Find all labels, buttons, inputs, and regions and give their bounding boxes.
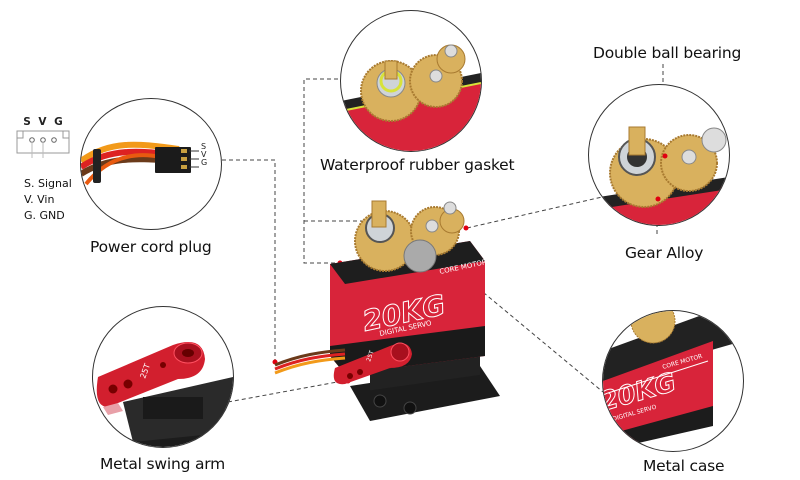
gasket-detail	[340, 10, 482, 152]
leader-gear-alloy	[466, 196, 603, 229]
connector-header: S V G	[23, 116, 65, 128]
metal-case-detail: CORE MOTOR 20KG DIGITAL SERVO	[602, 310, 744, 452]
pin-legend-vin: V. Vin	[24, 193, 55, 206]
callout-waterproof-gasket: Waterproof rubber gasket	[320, 156, 515, 174]
pin-s: S	[201, 142, 207, 151]
pin-v: V	[201, 150, 207, 159]
leader-swing-arm	[227, 379, 349, 403]
callout-gear-alloy: Gear Alloy	[625, 244, 704, 262]
wire-harness-icon	[81, 141, 199, 186]
gear-detail	[588, 84, 730, 226]
callout-double-ball-bearing: Double ball bearing	[593, 44, 742, 62]
connector-diagram: S V G	[14, 116, 74, 166]
metal-case-icon: CORE MOTOR 20KG DIGITAL SERVO	[603, 311, 743, 451]
arm-marking: 25T	[365, 349, 376, 362]
pin-legend: S. Signal V. Vin G. GND	[24, 176, 72, 224]
connector-icon	[16, 130, 70, 158]
callout-metal-case: Metal case	[643, 457, 725, 475]
marker-dot	[463, 225, 469, 231]
servo-illustration: CORE MOTOR 20KG DIGITAL SERVO 25T	[330, 200, 500, 421]
callout-metal-swing-arm: Metal swing arm	[100, 455, 226, 473]
gearbox-top-icon	[341, 44, 481, 151]
pin-labels: S V G	[201, 143, 207, 167]
swing-arm-detail: 25T	[92, 306, 234, 448]
callout-power-cord-plug: Power cord plug	[90, 238, 212, 256]
swing-arm-icon: 25T	[96, 342, 233, 447]
pin-legend-gnd: G. GND	[24, 209, 65, 222]
pin-legend-signal: S. Signal	[24, 177, 72, 190]
leader-gasket	[303, 78, 345, 264]
power-cord-detail: S V G	[80, 98, 222, 230]
leader-power-cord	[222, 159, 276, 362]
servo-product: CORE MOTOR 20KG DIGITAL SERVO 25T	[330, 196, 500, 426]
leader-metal-case	[477, 287, 604, 393]
gear-bearing-icon	[599, 126, 729, 225]
pin-g: G	[201, 158, 208, 167]
marker-dot	[272, 359, 278, 365]
